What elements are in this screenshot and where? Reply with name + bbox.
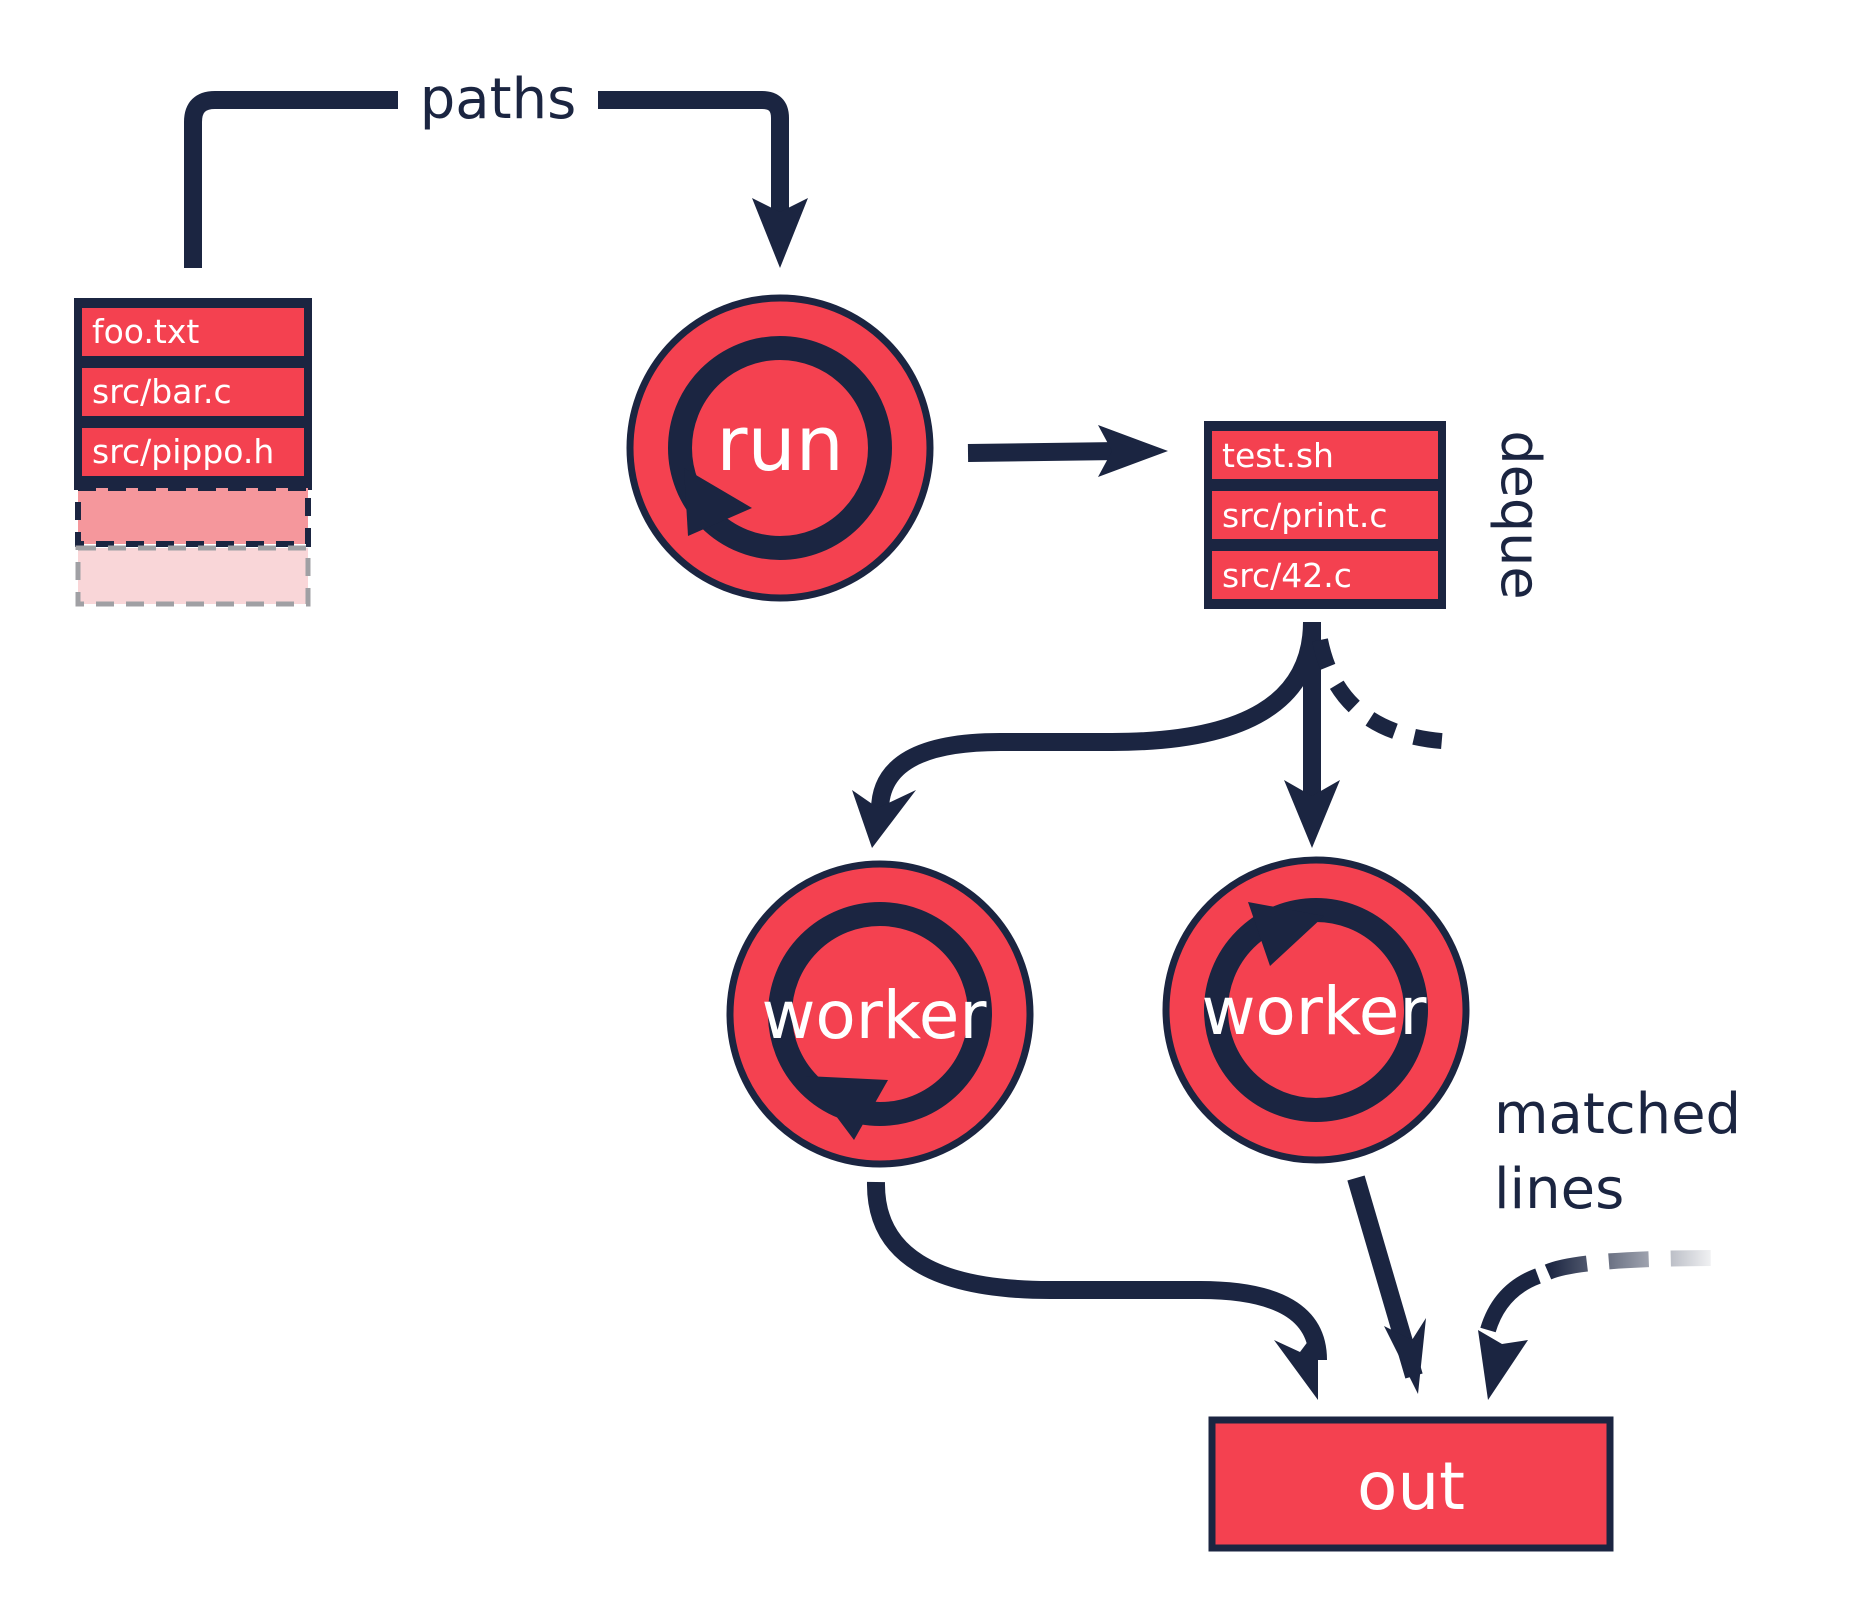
paths-label: paths — [420, 67, 577, 132]
loop-arrow-icon — [806, 1076, 888, 1140]
stack-item: src/print.c — [1212, 491, 1438, 539]
stack-item-label: test.sh — [1222, 436, 1334, 475]
run-to-deque-arrow — [967, 425, 1168, 477]
deque-stack: test.sh src/print.c src/42.c — [1204, 421, 1446, 609]
stack-item: src/bar.c — [82, 368, 304, 416]
stack-empty-slot — [75, 485, 311, 547]
run-label: run — [716, 399, 844, 488]
run-node: run — [626, 294, 934, 602]
stack-item: test.sh — [1212, 431, 1438, 479]
paths-stack: foo.txt src/bar.c src/pippo.h — [74, 298, 312, 607]
worker-node-right: worker — [1162, 856, 1470, 1164]
stack-item-label: src/42.c — [1222, 556, 1352, 595]
deque-branches — [852, 621, 1628, 848]
deque-label: deque — [1489, 430, 1552, 599]
matched-lines-label: matched lines — [1494, 1082, 1759, 1222]
branch-arrowhead — [1284, 780, 1340, 848]
out-arrowhead — [1478, 1330, 1528, 1400]
stack-item-label: src/pippo.h — [92, 432, 274, 471]
out-node: out — [1208, 1416, 1614, 1552]
stack-item: src/42.c — [1212, 551, 1438, 599]
out-arrowhead — [1274, 1328, 1318, 1400]
workers-to-out-arrows — [866, 1175, 1723, 1400]
loop-ring — [668, 336, 892, 560]
branch-arrowhead — [852, 790, 916, 848]
matched-lines-line2: lines — [1494, 1157, 1624, 1222]
stack-item: foo.txt — [82, 308, 304, 356]
stack-item: src/pippo.h — [82, 428, 304, 476]
paths-arrowhead — [752, 198, 808, 268]
worker-node-left: worker — [726, 860, 1034, 1168]
worker-label: worker — [1201, 973, 1427, 1050]
worker-label: worker — [761, 977, 987, 1054]
loop-ring — [1204, 898, 1428, 1122]
out-arrowhead — [1384, 1318, 1426, 1394]
loop-arrow-icon — [1248, 902, 1324, 966]
out-label: out — [1357, 1448, 1465, 1525]
matched-lines-line1: matched — [1494, 1082, 1741, 1147]
paths-connector — [184, 91, 808, 268]
loop-arrow-icon — [684, 468, 752, 536]
loop-ring — [768, 902, 992, 1126]
stack-item-label: src/bar.c — [92, 372, 232, 411]
stack-item-label: src/print.c — [1222, 496, 1387, 535]
stack-item-label: foo.txt — [92, 312, 199, 351]
stack-empty-slot — [75, 545, 311, 607]
